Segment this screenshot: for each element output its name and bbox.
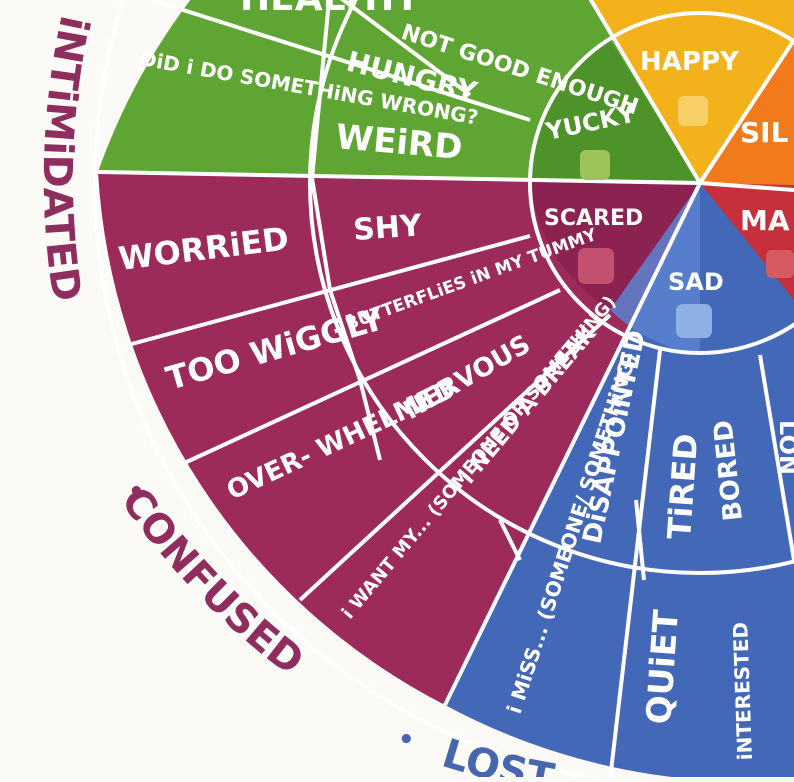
scared-face-icon: [578, 248, 614, 284]
yellow-wedge: [590, 0, 794, 183]
label-lonely-cut: LON: [774, 420, 794, 475]
sad-face-icon: [676, 304, 712, 338]
outer-separator-1: •: [128, 477, 145, 507]
label-healthy-cut: HEALTHY: [240, 0, 421, 19]
ring-dividers: [93, 0, 794, 782]
spoke-dividers: [97, 0, 794, 781]
core-label-scared: SCARED: [544, 206, 643, 231]
green-wedge-inner: [530, 40, 700, 183]
outer-separator-2: •: [398, 725, 415, 755]
label-tired: TiRED: [660, 432, 705, 540]
label-shy: SHY: [352, 208, 424, 248]
happy-face-icon: [678, 96, 708, 126]
core-label-sad: SAD: [668, 268, 724, 296]
label-interested-cut: iNTERESTED: [728, 622, 757, 761]
core-label-mad: MA: [740, 204, 790, 237]
label-quiet: QUiET: [639, 608, 687, 726]
yucky-face-icon: [580, 150, 610, 180]
mad-face-icon: [766, 250, 794, 278]
core-label-silly: SIL: [740, 116, 789, 149]
magenta-wedge-outer: [98, 172, 700, 705]
magenta-wedge-inner: [530, 180, 700, 310]
core-label-happy: HAPPY: [640, 47, 740, 77]
